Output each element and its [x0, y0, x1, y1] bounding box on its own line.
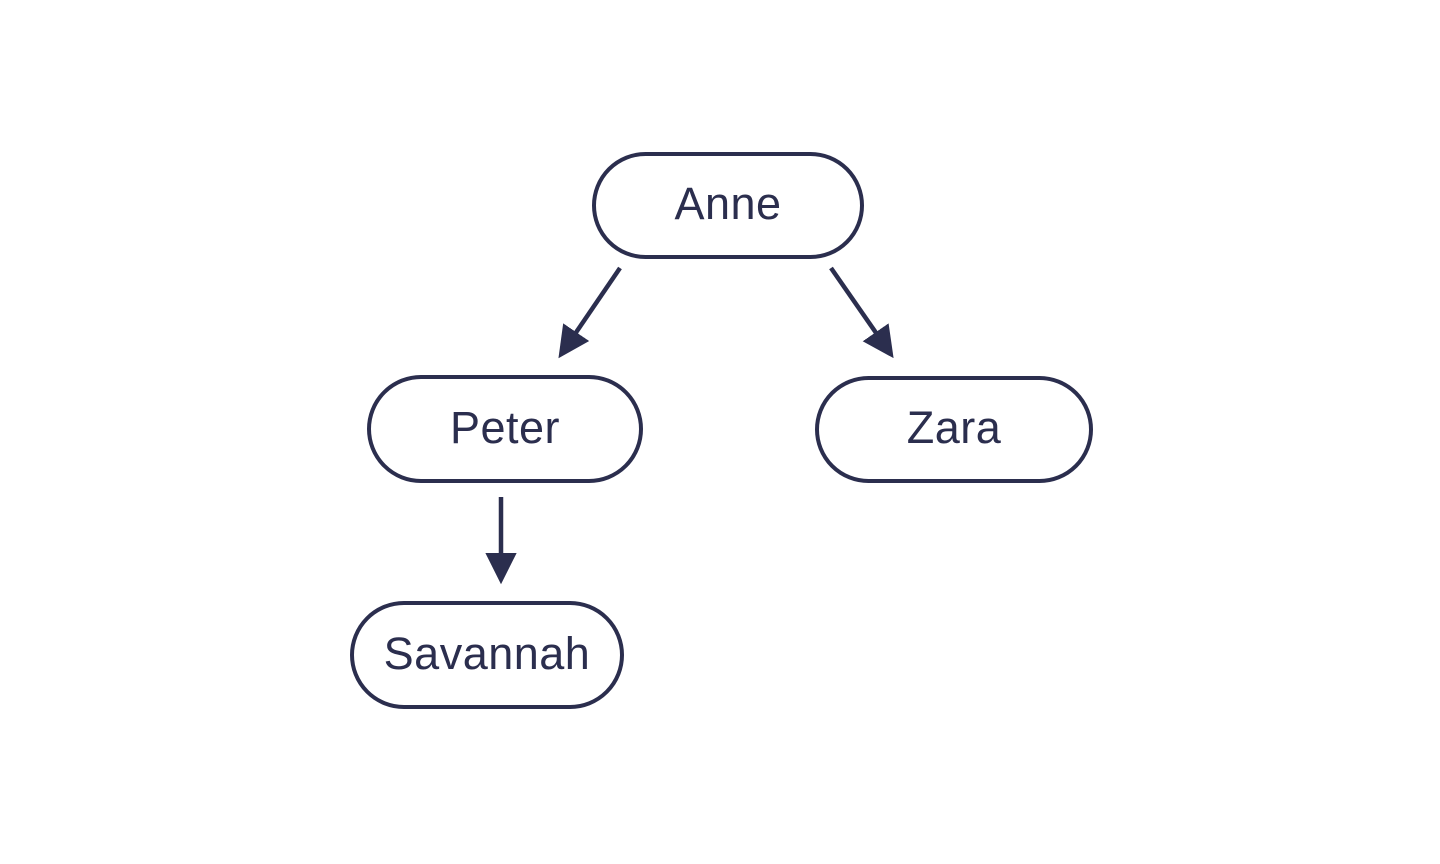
edge-anne-peter: [558, 266, 622, 359]
node-anne: Anne: [592, 152, 864, 259]
node-savannah: Savannah: [350, 601, 624, 709]
node-anne-label: Anne: [674, 178, 782, 229]
node-peter: Peter: [367, 375, 643, 483]
node-savannah-label: Savannah: [383, 627, 591, 679]
edge-anne-zara: [829, 266, 894, 359]
node-zara-label: Zara: [906, 402, 1002, 453]
node-zara: Zara: [815, 376, 1093, 483]
node-peter-label: Peter: [449, 401, 561, 453]
